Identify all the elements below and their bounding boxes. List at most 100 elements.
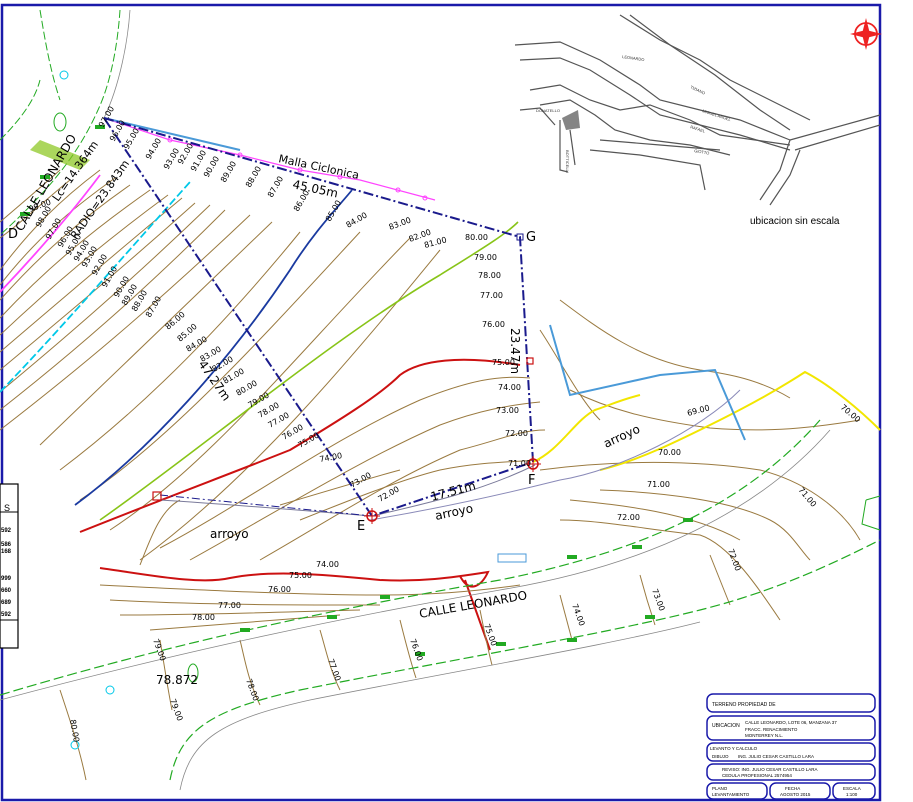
tree-icon [53,112,67,132]
hydrant-icon-3 [70,740,80,750]
location-map [514,14,881,206]
contour-label: 80.00 [68,719,81,743]
tb-dibujo: ING. JULIO CESAR CASTILLO LARA [738,754,814,759]
tb-levanto: LEVANTO Y CALCULO [710,746,758,751]
curb-corner [861,495,881,531]
table-cell: 592 [1,612,12,618]
contour-label: 89.00 [219,160,238,184]
marker-right [526,357,534,365]
contour-label: 72.00 [617,513,640,522]
green-contour [99,221,519,521]
contour-label: 78.00 [478,271,501,280]
tb-cedula: CEDULA PROFESIONAL 2574954 [722,773,792,778]
hydrant-icon [105,685,115,695]
contour-label: 95.00 [122,127,141,151]
hydrant-icon-2 [59,70,69,80]
road-curb-3 [103,9,131,119]
map-street-label: MIGUEL ANGEL [702,108,732,122]
vertex-marker-f [525,456,541,472]
contour-label: 75.00 [289,571,312,580]
contour-label: 79.00 [474,253,497,262]
tree-cluster [30,140,90,170]
point-e-label: E [357,519,365,534]
table-cell: 689 [1,600,12,606]
contour-lines-middle [139,299,861,621]
contour-label: 96.00 [108,119,127,143]
contour-label: 97.00 [97,105,116,129]
contour-label: 80.00 [235,378,259,397]
street-elevation-marks [20,125,693,656]
dim-bottom-label: 17.51m [429,478,477,503]
contour-label: 80.00 [465,233,488,242]
tb-escala-label: ESCALA [843,786,861,791]
contour-label: 77.00 [326,658,342,683]
contour-label: 87.00 [266,175,285,199]
arroyo-label-2: arroyo [434,501,475,523]
contour-label: 74.00 [316,560,339,569]
point-f-label: F [528,473,535,488]
title-block [706,693,876,800]
contour-label: 72.00 [726,548,742,573]
fence-line [103,117,436,201]
boundary-extension [159,494,373,517]
road-curb-1 [39,9,61,101]
street-edge-upper-2 [0,429,831,701]
tb-fecha: AGOSTO 2015 [780,792,811,797]
map-street-label: DONATELLO [536,108,560,113]
cyan-contour [0,181,191,393]
location-marker-icon [562,110,580,130]
red-contour [79,358,521,533]
dim-right-label: 23.47m [508,328,522,374]
contour-label: 74.00 [570,603,586,628]
contour-label: 86.00 [164,310,187,332]
contour-label: 71.00 [796,486,818,509]
point-d-label: D [8,227,18,242]
contour-label: 75.00 [297,430,321,449]
contour-label: 85.00 [324,199,343,223]
drain-box [497,553,527,563]
tb-plano: LEVANTAMIENTO [712,792,750,797]
red-contour-lower [99,567,490,588]
map-street-label: TIZIANO [690,84,706,95]
contour-label: 78.00 [192,613,215,622]
blue-fence-segment [103,117,241,151]
fence-label: Malla Ciclonica [277,152,360,182]
contour-label: 87.00 [144,295,163,319]
location-caption: ubicacion sin escala [750,216,840,227]
contour-label: 94.00 [144,137,163,161]
tb-ubicacion-1: CALLE LEONARDO, LOTE 06, MANZANA 37 [745,720,837,725]
arroyo-line-2 [369,389,741,521]
contour-label: 73.00 [650,588,666,613]
tb-reviso: REVISO: ING. JULIO CESAR CASTILLO LARA [722,767,818,772]
map-street-label: LEONARDO [622,54,645,62]
street-edge-lower-2 [179,621,701,791]
contour-label: 74.00 [498,383,521,392]
coordinates-table [0,483,19,649]
contour-label: 78.00 [244,678,260,703]
road-curb-4 [0,79,41,141]
tree-icon-2 [187,663,199,683]
contour-label: 83.00 [388,216,413,232]
blue-contour [74,189,353,506]
tb-fecha-label: FECHA [785,786,800,791]
contour-label: 76.00 [268,585,291,594]
fence-contour [0,174,101,293]
contour-label: 70.00 [839,403,862,425]
contour-label: 71.00 [508,459,531,468]
contour-label: 75.00 [492,358,515,367]
contour-label: 73.00 [349,470,373,489]
tb-dibujo-label: DIBUJO [712,754,729,759]
contour-label: 79.00 [168,698,184,723]
contour-label: 74.00 [319,451,343,464]
drawing-frame [0,3,882,802]
street-edge-lower [169,539,881,781]
tb-project: TERRENO PROPIEDAD DE [712,702,776,708]
contour-lines-upper [0,169,441,561]
road-curb-2 [0,9,121,236]
street-edge-upper [0,419,821,696]
table-header: S [4,503,10,513]
